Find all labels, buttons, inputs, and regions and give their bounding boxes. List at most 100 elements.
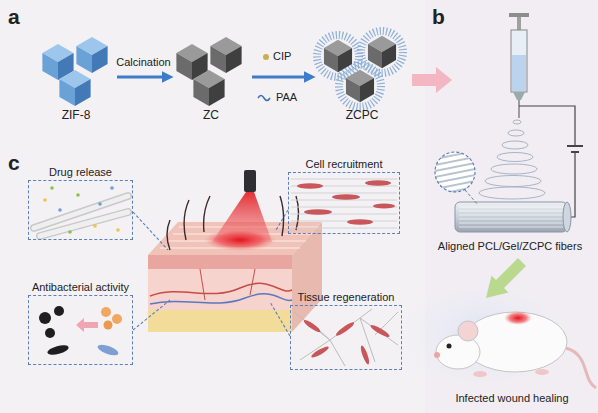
reagent-label: PAA [276, 91, 297, 104]
glow [390, 270, 580, 400]
polymer-coating [317, 35, 359, 77]
process-arrow [117, 76, 170, 79]
text-holder: ZC [203, 109, 219, 122]
crystal [59, 70, 90, 106]
leader-line [133, 300, 170, 330]
nose [434, 352, 440, 358]
wire [570, 152, 575, 217]
collector-drum [455, 202, 571, 232]
crystal [76, 37, 107, 73]
jet-loop [502, 141, 528, 149]
flow-arrow [486, 258, 526, 298]
crystal [193, 70, 224, 106]
eye [447, 344, 452, 349]
leader-line [133, 212, 168, 250]
blood-vessel [200, 269, 255, 300]
process-label: Infected wound healing [455, 392, 568, 405]
ear [458, 321, 478, 341]
zif8-crystals [42, 37, 107, 106]
panel-box: Tissue regeneration [290, 305, 402, 370]
magnifier-ring [435, 152, 475, 192]
crystal [210, 37, 241, 73]
panel-heading: Antibacterial activity [32, 281, 129, 294]
fat-layer [148, 310, 292, 332]
aligned-fibers [291, 179, 397, 228]
cell [347, 219, 373, 225]
plunger-top [509, 13, 529, 17]
magnifier [430, 150, 480, 205]
cell [369, 323, 391, 338]
wound [204, 229, 276, 251]
fiber [459, 211, 563, 212]
cell [304, 209, 332, 215]
text-holder: Cell recruitment [305, 158, 382, 173]
panel-letter: c [8, 150, 20, 175]
cip-symbol [263, 54, 269, 60]
material-group: ZC [170, 30, 252, 124]
paa-symbol [258, 96, 270, 101]
drum [455, 202, 567, 232]
drug-particle [58, 208, 62, 212]
text-holder: Tissue regeneration [298, 291, 395, 306]
material-label: ZC [203, 109, 219, 122]
crystal [368, 36, 396, 68]
barrel [511, 30, 527, 92]
fiber [40, 212, 128, 236]
panel-heading: Tissue regeneration [298, 291, 395, 304]
drug-particle [50, 186, 54, 190]
blood-vessel [150, 294, 292, 304]
process-arrow [252, 76, 312, 79]
tip [513, 92, 525, 100]
foot [535, 369, 549, 375]
drug-particle [68, 230, 72, 234]
needle [518, 100, 519, 118]
jet-loop [508, 130, 524, 136]
jet-loop [497, 153, 533, 162]
cell [335, 321, 356, 338]
panel-box: Antibacterial activity [28, 295, 133, 365]
text-holder: ZCPC [346, 109, 379, 122]
drug-particle [98, 202, 102, 206]
fiber [459, 219, 563, 220]
epidermis [148, 255, 292, 269]
fiber [459, 215, 563, 216]
jet-loop [491, 164, 537, 174]
drug-release-art [34, 186, 128, 236]
cell [310, 345, 330, 359]
crystal [346, 70, 374, 102]
text-holder: Antibacterial activity [32, 281, 129, 296]
zc-crystals [176, 37, 241, 106]
drug-particle [43, 198, 47, 202]
fiber [459, 207, 563, 208]
dead-bacterium [46, 343, 69, 356]
fiber [459, 223, 563, 224]
jet-loop [485, 176, 541, 187]
edge-label: Calcination [116, 56, 170, 69]
dermis [148, 269, 292, 310]
crystal [324, 40, 352, 72]
material-label: ZCPC [346, 109, 379, 122]
dead-bacterium [54, 306, 64, 316]
material-label: ZIF-8 [62, 109, 91, 122]
leader-line [276, 210, 288, 230]
cell [297, 183, 323, 189]
bacterium [112, 314, 122, 324]
panel-letter: a [8, 4, 20, 29]
process-label: Aligned PCL/Gel/ZCPC fibers [438, 240, 582, 253]
panel-heading: Cell recruitment [305, 158, 382, 171]
zcpc-crystals [317, 31, 403, 107]
cell [373, 203, 395, 208]
battery-symbol [567, 145, 583, 147]
antibacterial-art [39, 306, 122, 358]
drum-end [563, 202, 571, 232]
fiber-closeup [430, 150, 480, 196]
text-holder: Drug release [49, 166, 112, 181]
dead-bacterium [39, 312, 51, 324]
wire [519, 106, 575, 146]
panel-box: Drug release [28, 180, 133, 240]
dead-bacterium [45, 328, 55, 338]
polymer-coating [339, 65, 381, 107]
tissue-art [294, 309, 398, 366]
cell [302, 318, 321, 334]
